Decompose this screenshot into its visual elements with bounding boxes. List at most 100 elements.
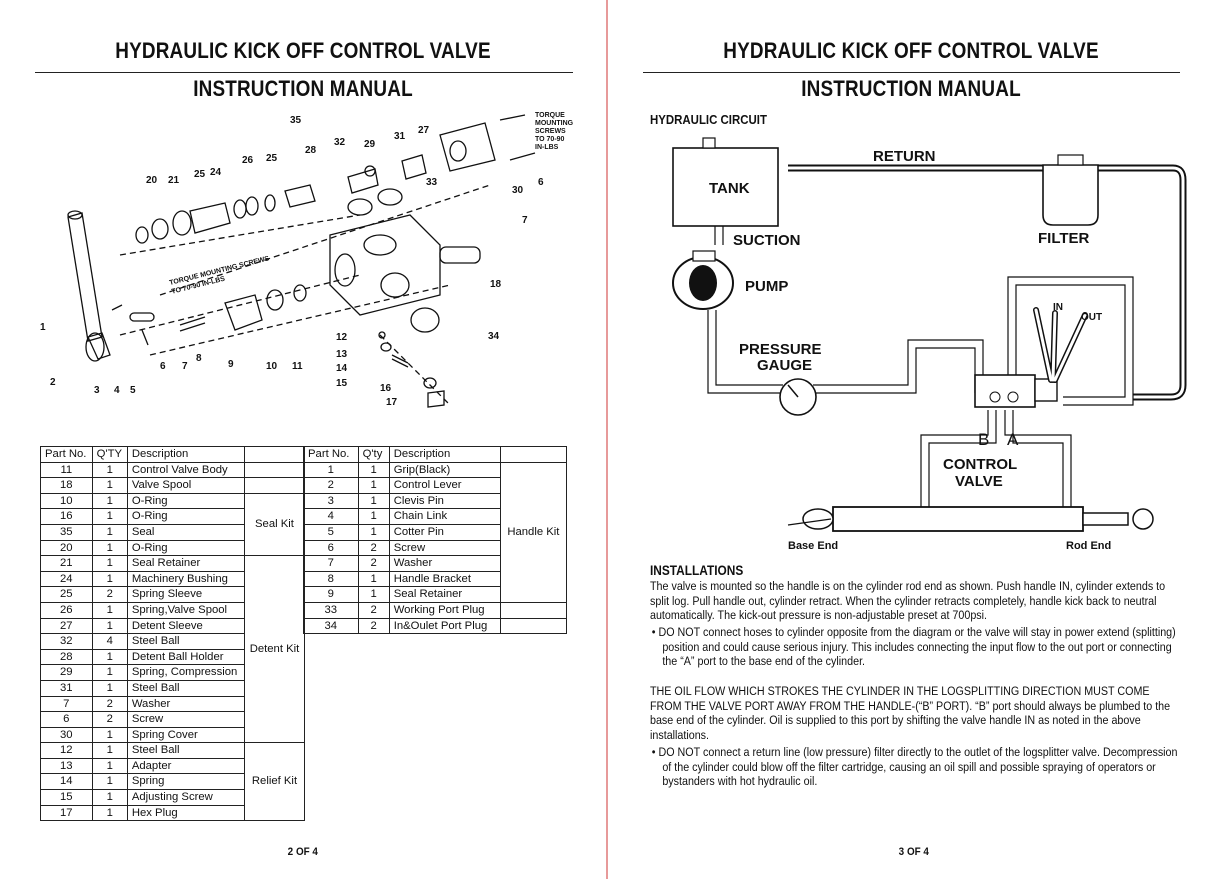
qty-cell: 2 — [91, 586, 128, 603]
description-cell: Grip(Black) — [388, 461, 501, 479]
part-no-cell: 24 — [40, 570, 93, 588]
description-cell: Handle Bracket — [388, 570, 501, 588]
part-no-cell: 31 — [40, 679, 93, 697]
description-cell: Washer — [126, 695, 245, 713]
description-cell: Steel Ball — [126, 633, 245, 650]
part-no-cell: 26 — [40, 601, 93, 619]
callout-6b: 6 — [538, 177, 544, 188]
description-cell: Hex Plug — [126, 804, 245, 822]
part-no-cell: 13 — [40, 757, 93, 775]
qty-cell: 2 — [91, 711, 128, 728]
callout-25a: 25 — [194, 169, 206, 180]
part-no-cell: 16 — [40, 508, 93, 525]
kit-name-cell: Relief Kit — [243, 742, 306, 822]
right-page: HYDRAULIC KICK OFF CONTROL VALVE INSTRUC… — [607, 0, 1214, 879]
callout-2: 2 — [50, 377, 56, 388]
description-cell: Control Valve Body — [126, 461, 245, 479]
description-cell: Detent Ball Holder — [126, 648, 245, 666]
callout-10: 10 — [266, 361, 278, 372]
callout-24: 24 — [210, 167, 222, 178]
callout-21: 21 — [168, 175, 180, 186]
qty-cell: 1 — [357, 477, 390, 494]
part-no-cell: 30 — [40, 726, 93, 744]
col-kit — [243, 446, 306, 463]
label-filter: FILTER — [1038, 230, 1090, 247]
installations-paragraph: The valve is mounted so the handle is on… — [650, 579, 1166, 622]
description-cell: O-Ring — [126, 508, 245, 525]
kit-name-cell: Detent Kit — [243, 555, 306, 744]
description-cell: Detent Sleeve — [126, 617, 245, 635]
label-out: OUT — [1081, 312, 1102, 323]
description-cell: Spring, Compression — [126, 664, 245, 681]
description-cell: Spring Sleeve — [126, 586, 245, 603]
kit-name-cell — [499, 617, 568, 635]
label-rod-end: Rod End — [1066, 540, 1111, 552]
callout-28: 28 — [305, 145, 317, 156]
callout-20: 20 — [146, 175, 158, 186]
label-return: RETURN — [873, 148, 936, 165]
col-part-no: Part No. — [40, 446, 93, 463]
title-rule-left — [35, 72, 573, 73]
warning-bullet-1: • DO NOT connect hoses to cylinder oppos… — [651, 625, 1176, 668]
part-no-cell: 29 — [40, 664, 93, 681]
part-no-cell: 32 — [40, 633, 93, 650]
callout-1: 1 — [40, 322, 46, 333]
torque-note-line1: TORQUE — [535, 112, 565, 119]
description-cell: Steel Ball — [126, 742, 245, 759]
description-cell: Cotter Pin — [388, 523, 501, 541]
warning-bullet-2: • DO NOT connect a return line (low pres… — [651, 745, 1178, 788]
qty-cell: 1 — [91, 477, 128, 494]
qty-cell: 1 — [91, 492, 128, 510]
qty-cell: 1 — [357, 586, 390, 603]
qty-cell: 1 — [91, 461, 128, 479]
part-no-cell: 11 — [40, 461, 93, 479]
description-cell: O-Ring — [126, 539, 245, 557]
left-page: HYDRAULIC KICK OFF CONTROL VALVE INSTRUC… — [35, 0, 607, 879]
description-cell: Seal Retainer — [126, 555, 245, 572]
label-tank: TANK — [709, 180, 750, 197]
qty-cell: 1 — [91, 773, 128, 791]
qty-cell: 1 — [357, 492, 390, 510]
qty-cell: 1 — [91, 804, 128, 822]
qty-cell: 1 — [91, 679, 128, 697]
col-description: Description — [126, 446, 245, 463]
description-cell: Clevis Pin — [388, 492, 501, 510]
label-pressure: PRESSURE — [739, 341, 822, 358]
callout-32: 32 — [334, 137, 346, 148]
description-cell: O-Ring — [126, 492, 245, 510]
qty-cell: 1 — [357, 461, 390, 479]
page-subtitle-left: INSTRUCTION MANUAL — [193, 76, 413, 101]
qty-cell: 1 — [91, 617, 128, 635]
part-no-cell: 14 — [40, 773, 93, 791]
label-in: IN — [1053, 302, 1063, 313]
qty-cell: 1 — [91, 664, 128, 681]
callout-13: 13 — [336, 349, 348, 360]
kit-name-cell — [499, 601, 568, 619]
qty-cell: 1 — [91, 523, 128, 541]
qty-cell: 1 — [91, 570, 128, 588]
qty-cell: 1 — [357, 523, 390, 541]
qty-cell: 2 — [91, 695, 128, 713]
part-no-cell: 3 — [303, 492, 359, 510]
col-part-no: Part No. — [303, 446, 359, 463]
qty-cell: 1 — [91, 508, 128, 525]
qty-cell: 1 — [91, 742, 128, 759]
part-no-cell: 6 — [40, 711, 93, 728]
part-no-cell: 15 — [40, 789, 93, 806]
qty-cell: 2 — [357, 617, 390, 635]
part-no-cell: 35 — [40, 523, 93, 541]
callout-4: 4 — [114, 385, 120, 396]
description-cell: Working Port Plug — [388, 601, 501, 619]
label-base-end: Base End — [788, 540, 838, 552]
